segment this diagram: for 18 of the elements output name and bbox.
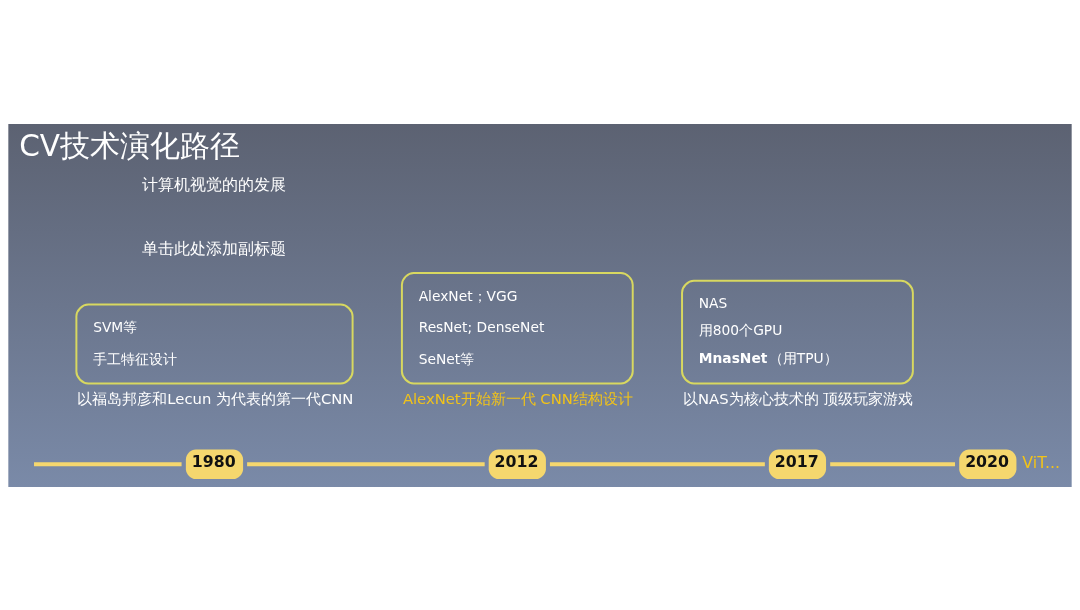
node-label: ViT...: [1022, 452, 1060, 472]
label: 计算机视觉的的发展: [142, 174, 287, 194]
node-box: 2012: [488, 449, 546, 479]
node-label: 以NAS为核心技术的 顶级玩家游戏: [683, 389, 914, 407]
connector: [247, 461, 485, 466]
node-box: SVM等 手工特征设计: [75, 303, 354, 384]
node-box: NAS 用800个GPU MnasNet（用TPU）: [681, 279, 914, 384]
node-label: 以福岛邦彦和Lecun 为代表的第一代CNN: [77, 389, 354, 407]
diagram-title: CV技术演化路径: [19, 128, 241, 163]
node-box: 2020: [959, 449, 1017, 479]
node-box: 2017: [768, 449, 827, 479]
connector: [549, 461, 765, 466]
node-box: AlexNet；VGG ResNet; DenseNet SeNet等: [400, 271, 634, 384]
connector: [34, 461, 182, 466]
connector: [830, 461, 956, 466]
label: 单击此处添加副标题: [142, 238, 287, 258]
node-label: AlexNet开始新一代 CNN结构设计: [402, 389, 633, 407]
node-box: 1980: [185, 449, 244, 479]
